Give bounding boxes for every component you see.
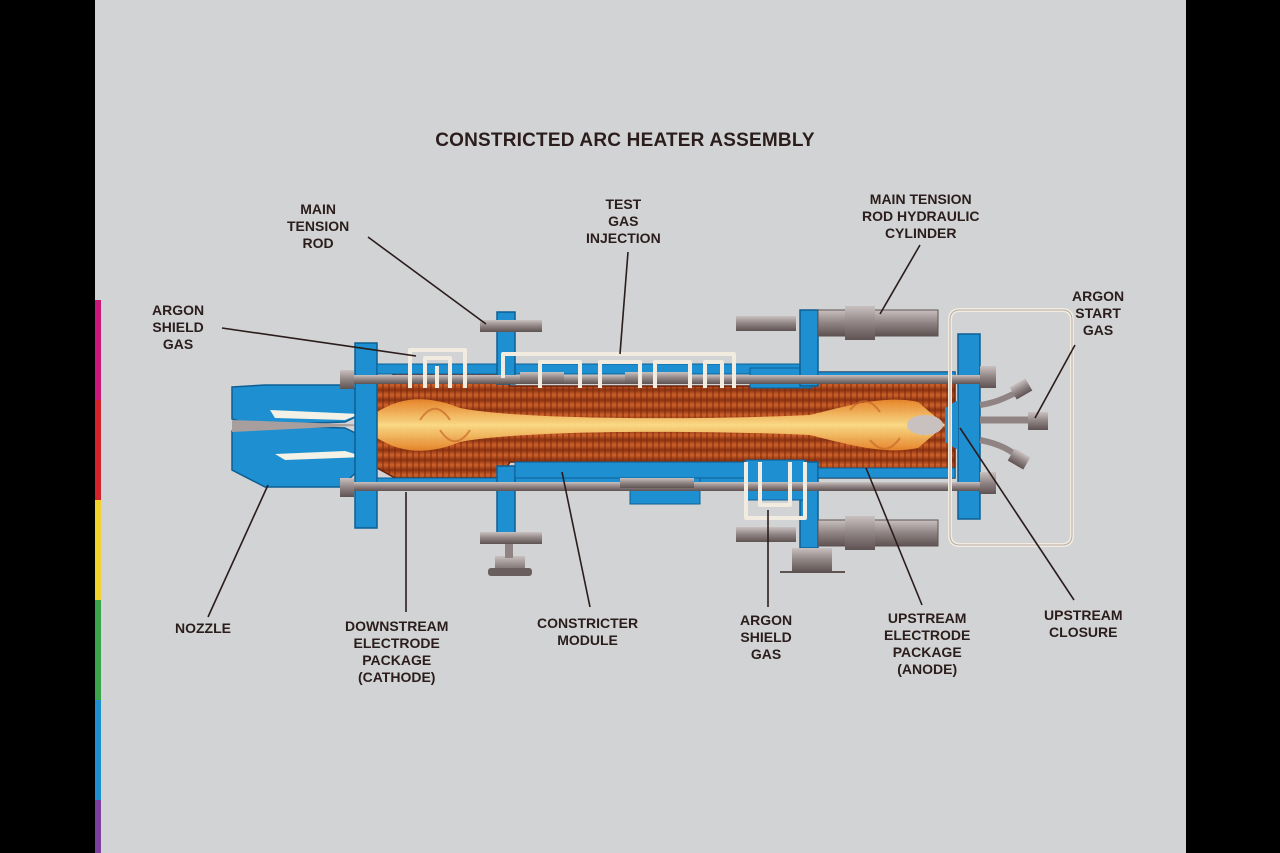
label-downstream-electrode-package: DOWNSTREAM ELECTRODE PACKAGE (CATHODE) xyxy=(345,618,449,685)
label-upstream-electrode-package: UPSTREAM ELECTRODE PACKAGE (ANODE) xyxy=(884,610,971,677)
label-argon-shield-gas-bottom: ARGON SHIELD GAS xyxy=(740,612,793,662)
label-nozzle: NOZZLE xyxy=(175,620,231,636)
label-upstream-closure: UPSTREAM CLOSURE xyxy=(1044,607,1123,640)
label-main-tension-rod: MAIN TENSION ROD xyxy=(287,201,350,251)
diagram-title: CONSTRICTED ARC HEATER ASSEMBLY xyxy=(435,130,815,151)
film-edge-color-strip xyxy=(95,0,101,853)
arc-column xyxy=(360,399,945,451)
label-test-gas-injection: TEST GAS INJECTION xyxy=(586,196,661,246)
label-main-tension-rod-hydraulic-cylinder: MAIN TENSION ROD HYDRAULIC CYLINDER xyxy=(862,191,980,241)
hydraulic-cylinders xyxy=(736,306,939,573)
upstream-closure-body xyxy=(945,333,1048,520)
nozzle-body xyxy=(231,342,378,529)
label-argon-start-gas: ARGON START GAS xyxy=(1072,288,1125,338)
label-constricter-module: CONSTRICTER MODULE xyxy=(537,615,639,648)
label-argon-shield-gas-top: ARGON SHIELD GAS xyxy=(152,302,205,352)
leader-lines xyxy=(207,236,1076,618)
